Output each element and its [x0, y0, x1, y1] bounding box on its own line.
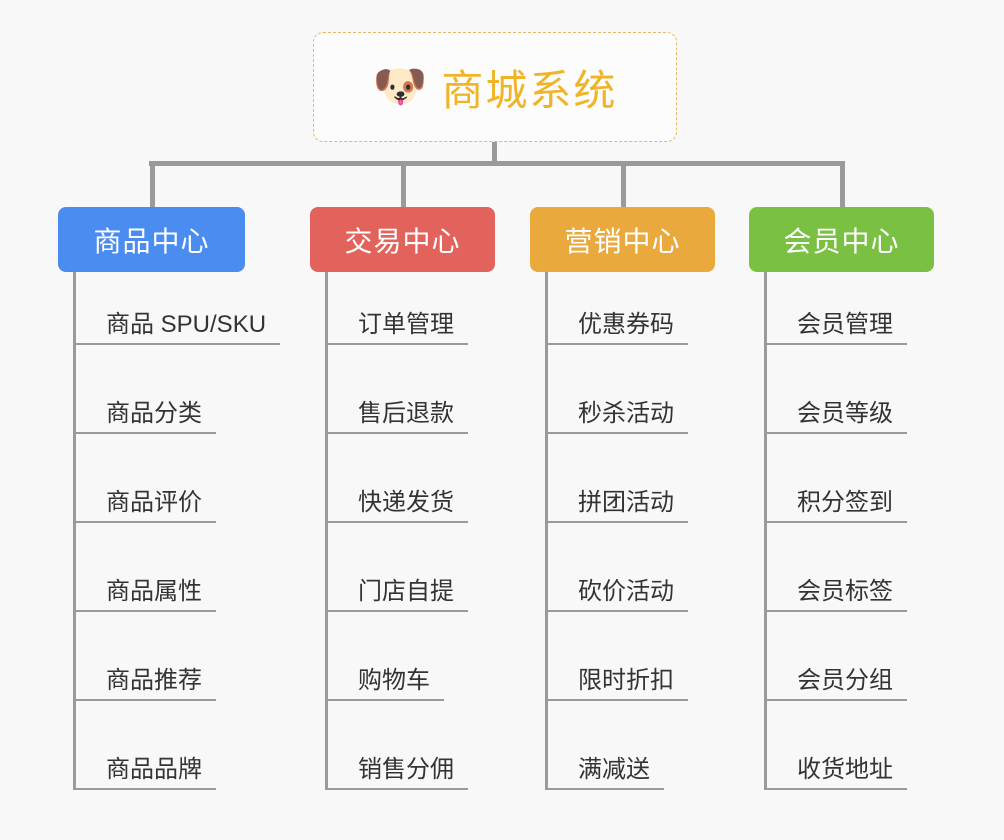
leaf-item[interactable]: 购物车: [326, 657, 444, 701]
leaf-item-label: 商品品牌: [106, 756, 202, 783]
trunk-horizontal-connector: [149, 161, 840, 166]
leaf-item-label: 拼团活动: [578, 489, 674, 516]
leaf-item[interactable]: 销售分佣: [326, 746, 468, 790]
leaf-item[interactable]: 限时折扣: [546, 657, 688, 701]
leaf-item-label: 满减送: [578, 756, 650, 783]
leaf-item[interactable]: 优惠券码: [546, 301, 688, 345]
leaf-item[interactable]: 收货地址: [765, 746, 907, 790]
leaf-item[interactable]: 会员管理: [765, 301, 907, 345]
leaf-item[interactable]: 商品 SPU/SKU: [74, 301, 281, 345]
leaf-item-label: 砍价活动: [578, 578, 674, 605]
branch-spine-member-center: [764, 272, 767, 790]
leaf-item-label: 快递发货: [358, 489, 454, 516]
leaf-item-label: 秒杀活动: [578, 400, 674, 427]
leaf-item-label: 订单管理: [358, 311, 454, 338]
trunk-drop-trade-center: [400, 161, 406, 207]
branch-header-member-center[interactable]: 会员中心: [749, 207, 934, 272]
leaf-item[interactable]: 会员等级: [765, 390, 907, 434]
leaf-item-label: 限时折扣: [578, 667, 674, 694]
branch-header-label: 会员中心: [783, 225, 900, 257]
leaf-item[interactable]: 会员标签: [765, 568, 907, 612]
branch-spine-marketing-center: [545, 272, 548, 790]
branch-spine-trade-center: [325, 272, 328, 790]
branch-header-marketing-center[interactable]: 营销中心: [530, 207, 715, 272]
leaf-item-label: 商品属性: [106, 578, 202, 605]
leaf-item[interactable]: 商品分类: [74, 390, 216, 434]
branch-spine-product-center: [73, 272, 76, 790]
leaf-item-label: 会员管理: [797, 311, 893, 338]
leaf-item-label: 会员等级: [797, 400, 893, 427]
leaf-item[interactable]: 积分签到: [765, 479, 907, 523]
leaf-item[interactable]: 快递发货: [326, 479, 468, 523]
leaf-item-label: 商品 SPU/SKU: [106, 311, 267, 338]
leaf-item[interactable]: 会员分组: [765, 657, 907, 701]
leaf-item[interactable]: 秒杀活动: [546, 390, 688, 434]
leaf-item-label: 会员分组: [797, 667, 893, 694]
leaf-item[interactable]: 砍价活动: [546, 568, 688, 612]
branch-header-label: 商品中心: [93, 225, 210, 257]
leaf-item-label: 积分签到: [797, 489, 893, 516]
leaf-item[interactable]: 满减送: [546, 746, 664, 790]
leaf-item[interactable]: 拼团活动: [546, 479, 688, 523]
leaf-item-label: 销售分佣: [358, 756, 454, 783]
root-node-mall-system[interactable]: 🐶 商城系统: [313, 32, 677, 142]
leaf-item[interactable]: 售后退款: [326, 390, 468, 434]
branch-header-label: 交易中心: [344, 225, 461, 257]
leaf-item[interactable]: 订单管理: [326, 301, 468, 345]
trunk-drop-product-center: [149, 161, 155, 207]
leaf-item[interactable]: 商品推荐: [74, 657, 216, 701]
trunk-drop-marketing-center: [620, 161, 626, 207]
trunk-stem-connector: [492, 142, 497, 165]
branch-header-trade-center[interactable]: 交易中心: [310, 207, 495, 272]
leaf-item-label: 商品分类: [106, 400, 202, 427]
leaf-item-label: 商品推荐: [106, 667, 202, 694]
leaf-item[interactable]: 门店自提: [326, 568, 468, 612]
leaf-item-label: 会员标签: [797, 578, 893, 605]
leaf-item[interactable]: 商品属性: [74, 568, 216, 612]
branch-header-label: 营销中心: [564, 225, 681, 257]
leaf-item-label: 商品评价: [106, 489, 202, 516]
leaf-item-label: 售后退款: [358, 400, 454, 427]
branch-header-product-center[interactable]: 商品中心: [58, 207, 245, 272]
leaf-item-label: 门店自提: [358, 578, 454, 605]
leaf-item[interactable]: 商品评价: [74, 479, 216, 523]
leaf-item-label: 购物车: [358, 667, 430, 694]
trunk-drop-member-center: [839, 161, 845, 207]
shiba-dog-face-icon: 🐶: [372, 62, 428, 111]
leaf-item-label: 收货地址: [797, 756, 893, 783]
leaf-item[interactable]: 商品品牌: [74, 746, 216, 790]
root-node-title: 商城系统: [441, 66, 618, 114]
leaf-item-label: 优惠券码: [578, 311, 674, 338]
